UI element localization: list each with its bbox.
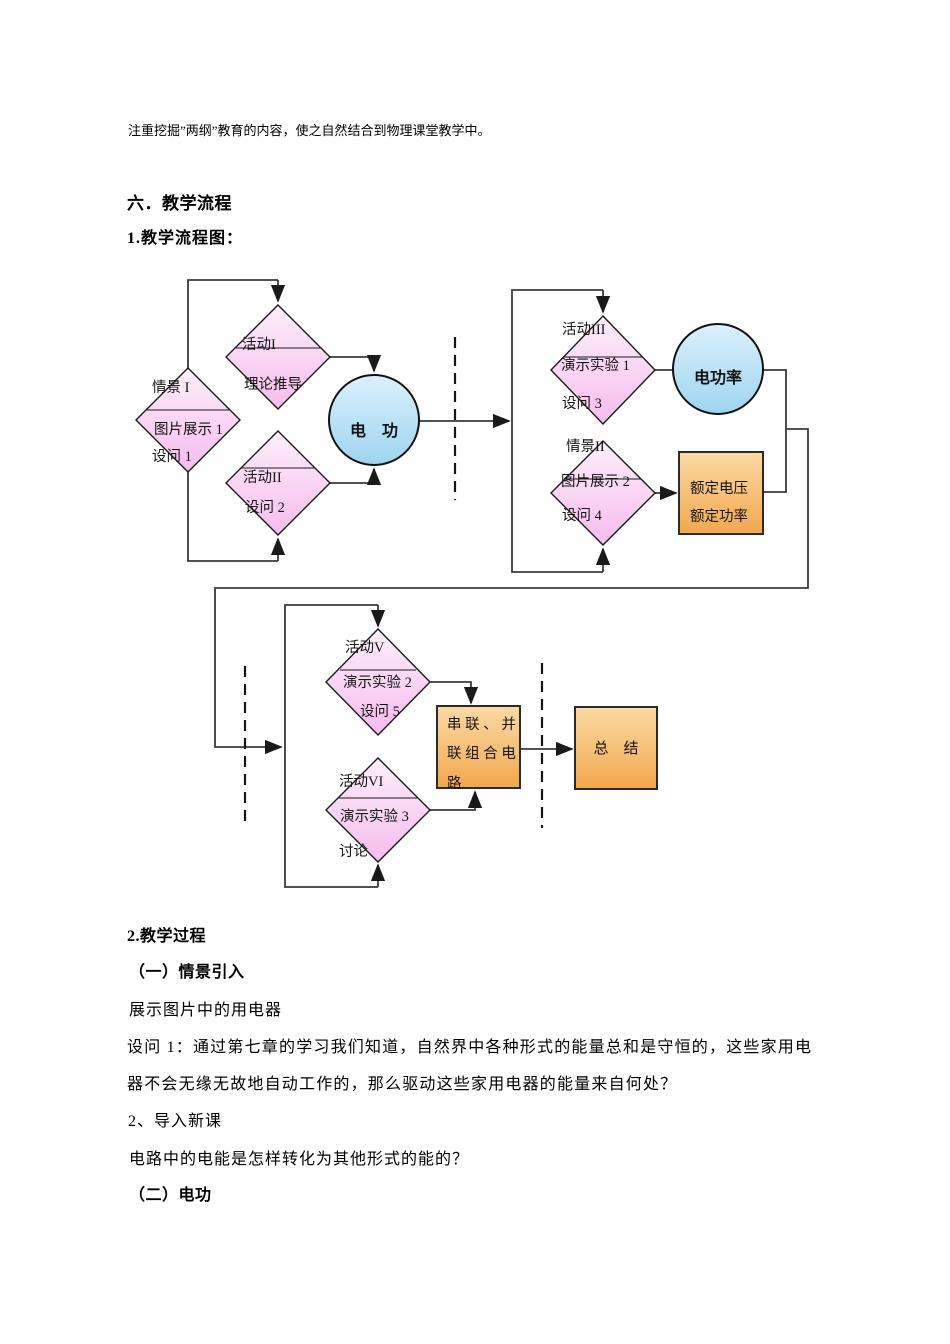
scene2-label-1: 情景II bbox=[566, 439, 605, 455]
activity5-diamond bbox=[325, 628, 431, 736]
subheading-scene-intro: （一）情景引入 bbox=[129, 964, 245, 981]
intro-paragraph: 注重挖掘”两纲”教育的内容，使之自然结合到物理课堂教学中。 bbox=[128, 123, 491, 138]
heading-section-six: 六．教学流程 bbox=[127, 194, 232, 213]
scene1-diamond bbox=[135, 367, 241, 473]
activity6-to-series bbox=[430, 790, 483, 811]
series-box-label-1: 串 联 、 并 bbox=[447, 717, 516, 733]
activity5-label-1: 活动V bbox=[345, 640, 385, 656]
activity3-label-2: 演示实验 1 bbox=[561, 358, 630, 374]
scene1-label-2: 图片展示 1 bbox=[154, 422, 223, 438]
activity6-label-2: 演示实验 3 bbox=[340, 809, 409, 825]
summary-box-label: 总 结 bbox=[593, 741, 639, 757]
series-box-label-2: 联 组 合 电 bbox=[447, 746, 516, 762]
work-circle-label: 电 功 bbox=[349, 423, 398, 440]
activity6-label-1: 活动VI bbox=[339, 774, 384, 790]
paragraph-question1-line1: 设问 1：通过第七章的学习我们知道，自然界中各种形式的能量总和是守恒的，这些家用… bbox=[127, 1039, 813, 1056]
flow-shapes bbox=[135, 304, 764, 863]
scene2-diamond bbox=[550, 440, 656, 546]
heading-section-two: 2.教学过程 bbox=[127, 928, 207, 945]
activity5-to-series bbox=[430, 681, 479, 705]
activity3-label-3: 设问 3 bbox=[562, 396, 602, 412]
rated-box bbox=[678, 451, 764, 535]
activity2-to-work bbox=[330, 467, 382, 486]
subheading-flowchart: 1.教学流程图： bbox=[127, 230, 244, 247]
power-circle bbox=[672, 323, 764, 415]
activity3-diamond bbox=[550, 314, 656, 426]
scene1-label-1: 情景 I bbox=[152, 380, 190, 396]
activity1-to-work bbox=[330, 354, 382, 373]
summary-box bbox=[574, 706, 658, 790]
activity3-label-1: 活动III bbox=[562, 322, 606, 338]
work-circle bbox=[328, 374, 420, 466]
rated-box-label-1: 额定电压 bbox=[690, 481, 748, 497]
activity1-label-2: 理论推导 bbox=[244, 377, 302, 393]
subheading-electric-work: （二）电功 bbox=[129, 1187, 212, 1204]
scene2-label-2: 图片展示 2 bbox=[561, 474, 630, 490]
phase-divider-lines bbox=[243, 337, 544, 828]
power-to-rated bbox=[763, 369, 787, 493]
activity6-label-3: 讨论 bbox=[339, 844, 368, 860]
paragraph-electric-energy-question: 电路中的电能是怎样转化为其他形式的能的？ bbox=[129, 1151, 470, 1168]
bracket-2 bbox=[511, 289, 603, 573]
section2-to-section3 bbox=[214, 428, 809, 755]
paragraph-new-lesson: 2、导入新课 bbox=[128, 1113, 223, 1130]
series-box-label-3: 路 bbox=[447, 776, 462, 792]
scene1-label-3: 设问 1 bbox=[152, 449, 192, 465]
activity5-label-3: 设问 5 bbox=[360, 704, 400, 720]
activity1-label-1: 活动I bbox=[242, 337, 276, 353]
rated-box-label-2: 额定功率 bbox=[690, 509, 748, 525]
paragraph-question1-line2: 器不会无缘无故地自动工作的，那么驱动这些家用电器的能量来自何处？ bbox=[127, 1076, 678, 1093]
paragraph-show-pictures: 展示图片中的用电器 bbox=[129, 1002, 283, 1019]
activity1-diamond bbox=[225, 304, 331, 410]
activity2-diamond bbox=[225, 430, 331, 536]
power-circle-label: 电功率 bbox=[693, 370, 742, 387]
scene2-label-3: 设问 4 bbox=[562, 508, 602, 524]
bracket-3 bbox=[284, 604, 378, 888]
activity6-diamond bbox=[325, 757, 431, 863]
series-box bbox=[436, 705, 521, 789]
activity2-label-1: 活动II bbox=[243, 470, 282, 486]
activity2-label-2: 设问 2 bbox=[245, 500, 285, 516]
activity5-label-2: 演示实验 2 bbox=[343, 675, 412, 691]
